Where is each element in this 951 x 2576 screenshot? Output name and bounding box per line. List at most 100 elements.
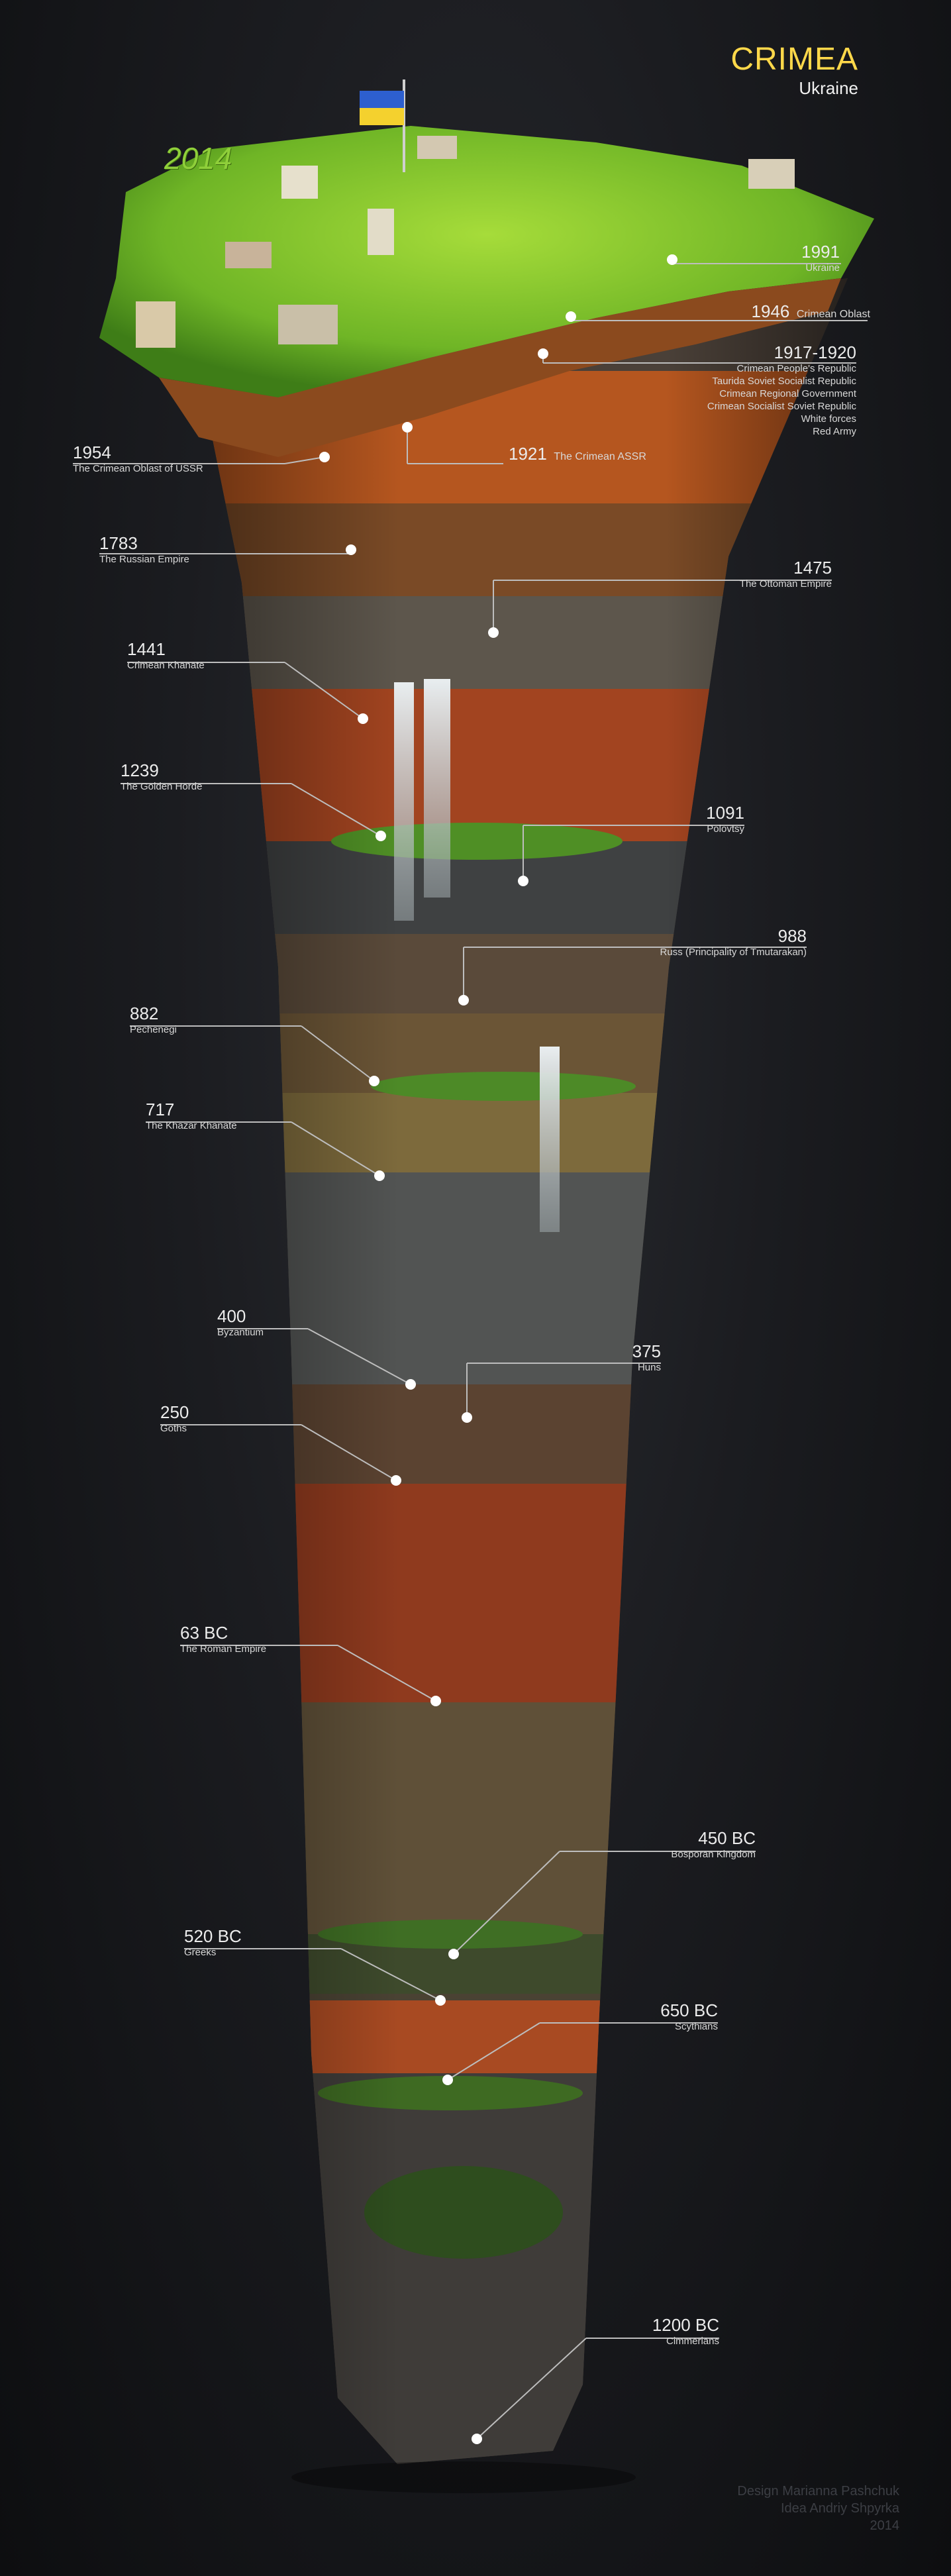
label-year: 250 xyxy=(160,1402,189,1422)
label-name: Red Army xyxy=(813,426,856,437)
label-year: 1921 xyxy=(509,444,547,464)
label-1783: 1783 The Russian Empire xyxy=(99,533,189,566)
label-name: Huns xyxy=(637,1362,661,1373)
base-shadow xyxy=(291,2461,636,2493)
layer-marker-dot xyxy=(405,1379,416,1390)
layer-marker-dot xyxy=(374,1170,385,1181)
layer-marker-dot xyxy=(369,1076,379,1086)
page-subtitle: Ukraine xyxy=(799,78,858,98)
label-name: The Roman Empire xyxy=(180,1643,267,1655)
label-1200bc: 1200 BC Cimmerians xyxy=(652,2315,719,2347)
label-name: Scythians xyxy=(674,2021,718,2032)
label-year: 1239 xyxy=(121,760,159,780)
label-882: 882 Pechenegi xyxy=(130,1004,177,1036)
landmark-buildings xyxy=(136,136,795,348)
leader-connector xyxy=(340,1948,441,2001)
label-1917-1920: 1917-1920 Crimean People's Republic Taur… xyxy=(707,342,856,438)
label-name: Crimean People's Republic xyxy=(736,363,856,374)
leader-connector xyxy=(284,456,325,464)
label-1475: 1475 The Ottoman Empire xyxy=(740,558,832,590)
label-650bc: 650 BC Scythians xyxy=(660,2000,718,2033)
label-988: 988 Russ (Principality of Tmutarakan) xyxy=(660,926,807,958)
layer-marker-dot xyxy=(375,831,386,841)
label-name: Crimean Oblast xyxy=(796,309,870,320)
credit-design: Design Marianna Pashchuk xyxy=(737,2484,899,2499)
label-520bc: 520 BC Greeks xyxy=(184,1926,242,1959)
layer-marker-dot xyxy=(538,348,548,359)
layer-marker-dot xyxy=(462,1412,472,1423)
layer-marker-dot xyxy=(488,627,499,638)
label-year: 1475 xyxy=(793,558,832,578)
layer-marker-dot xyxy=(518,876,528,886)
label-year: 450 BC xyxy=(698,1828,756,1848)
waterfall-lower xyxy=(540,1047,560,1232)
label-year: 375 xyxy=(632,1341,661,1361)
label-name: The Golden Horde xyxy=(121,781,203,792)
label-year: 63 BC xyxy=(180,1623,228,1643)
waterfall-upper xyxy=(394,682,414,921)
label-year: 1441 xyxy=(127,639,166,659)
leader-connector xyxy=(284,662,364,719)
layer-marker-dot xyxy=(346,544,356,555)
label-1091: 1091 Polovtsy xyxy=(706,803,744,835)
leader-connector xyxy=(307,1328,411,1385)
label-name: Pechenegi xyxy=(130,1024,177,1035)
label-year: 650 BC xyxy=(660,2000,718,2020)
page-title: CRIMEA xyxy=(730,42,858,77)
credit-year: 2014 xyxy=(870,2518,900,2533)
label-name: Ukraine xyxy=(805,262,840,274)
label-name: The Khazar Khanate xyxy=(146,1120,237,1131)
label-1239: 1239 The Golden Horde xyxy=(121,760,202,793)
label-name: Crimean Socialist Soviet Republic xyxy=(707,401,856,412)
layer-marker-dot xyxy=(566,311,576,322)
leader-connector xyxy=(453,1851,560,1955)
label-400: 400 Byzantium xyxy=(217,1306,264,1339)
layer-marker-dot xyxy=(319,452,330,462)
label-name: White forces xyxy=(801,413,856,425)
label-717: 717 The Khazar Khanate xyxy=(146,1100,237,1132)
label-name: Byzantium xyxy=(217,1327,264,1338)
label-year: 1946 xyxy=(751,301,790,321)
year-sign: 2014 xyxy=(164,141,232,176)
layer-marker-dot xyxy=(448,1949,459,1959)
credits: Design Marianna Pashchuk Idea Andriy Shp… xyxy=(737,2483,899,2534)
label-name: Bosporan Kingdom xyxy=(671,1849,756,1860)
layer-marker-dot xyxy=(472,2434,482,2444)
leader-connector xyxy=(337,1645,436,1702)
label-450bc: 450 BC Bosporan Kingdom xyxy=(671,1828,756,1861)
label-year: 717 xyxy=(146,1100,175,1119)
layer-marker-dot xyxy=(458,995,469,1005)
label-year: 520 BC xyxy=(184,1926,242,1946)
label-year: 400 xyxy=(217,1306,246,1326)
title-block: CRIMEA Ukraine xyxy=(730,41,858,98)
label-name: The Russian Empire xyxy=(99,554,189,565)
label-name: The Crimean ASSR xyxy=(554,451,646,462)
leader-connector xyxy=(447,2022,540,2081)
label-name: Crimean Khanate xyxy=(127,660,205,671)
ukraine-flag xyxy=(360,79,405,172)
label-name: Goths xyxy=(160,1423,187,1434)
label-year: 1917-1920 xyxy=(774,342,856,362)
leader-connector xyxy=(476,2338,587,2440)
label-name: The Crimean Oblast of USSR xyxy=(73,463,203,474)
label-name: The Ottoman Empire xyxy=(739,578,832,590)
label-1954: 1954 The Crimean Oblast of USSR xyxy=(73,442,203,475)
layer-marker-dot xyxy=(391,1475,401,1486)
leader-connector xyxy=(301,1025,375,1082)
label-name: Cimmerians xyxy=(666,2336,719,2347)
label-name: Crimean Regional Government xyxy=(719,388,856,399)
label-1441: 1441 Crimean Khanate xyxy=(127,639,205,672)
credit-idea: Idea Andriy Shpyrka xyxy=(781,2501,899,2516)
label-1946: 1946 Crimean Oblast xyxy=(752,301,870,321)
layer-marker-dot xyxy=(667,254,677,265)
label-year: 1783 xyxy=(99,533,138,553)
label-63bc: 63 BC The Roman Empire xyxy=(180,1623,266,1655)
leader-connector xyxy=(291,783,381,837)
leader-connector xyxy=(291,1121,380,1176)
layer-marker-dot xyxy=(435,1995,446,2006)
label-375: 375 Huns xyxy=(632,1341,661,1374)
label-year: 1200 BC xyxy=(652,2315,719,2335)
label-year: 1954 xyxy=(73,442,111,462)
layer-marker-dot xyxy=(442,2075,453,2085)
